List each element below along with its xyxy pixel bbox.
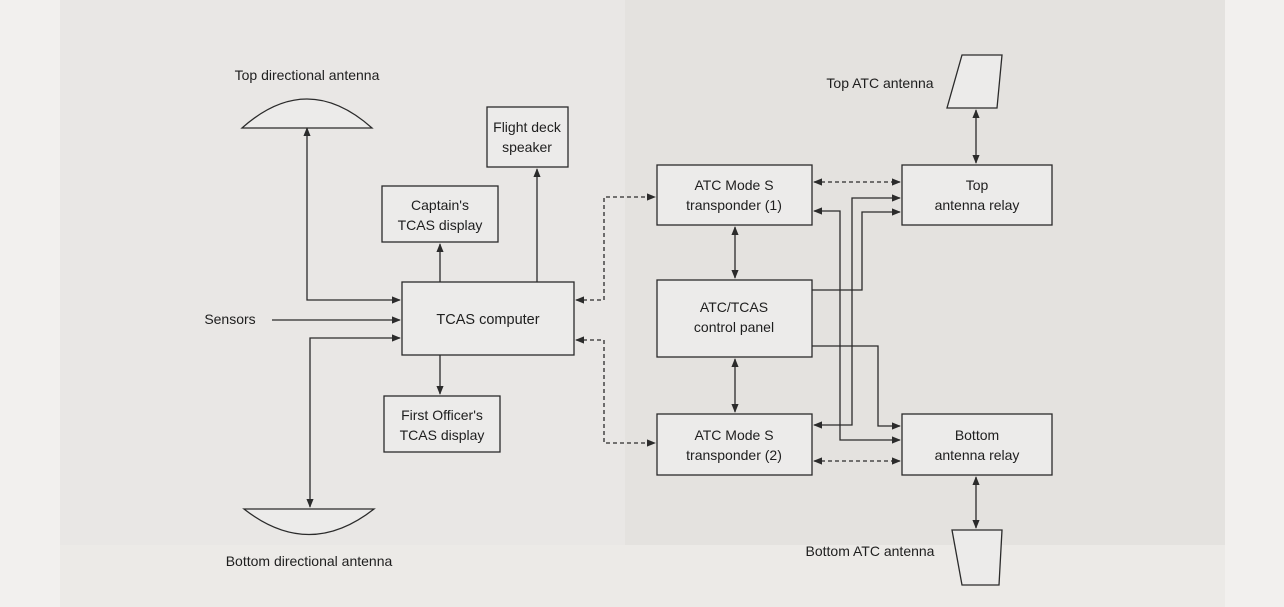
top-atc-antenna-label: Top ATC antenna [826,75,933,91]
captains-display-line2: TCAS display [398,217,483,233]
top-directional-antenna-link [303,127,401,304]
transponder-2-line2: transponder (2) [686,447,782,463]
transponder-2-line1: ATC Mode S [694,427,773,443]
bottom-relay-line2: antenna relay [935,447,1020,463]
bottom-directional-antenna-link [306,334,401,508]
atc-transponder-1-box [656,164,813,226]
top-atc-antenna-icon [946,54,1003,109]
tcas-computer-box [401,281,575,356]
top-relay-line2: antenna relay [935,197,1020,213]
bottom-directional-antenna-label: Bottom directional antenna [226,553,393,569]
transponder-1-line1: ATC Mode S [694,177,773,193]
flight-deck-speaker-box [486,106,569,168]
control-panel-line2: control panel [694,319,774,335]
bottom-atc-antenna-icon [951,529,1003,586]
first-officers-tcas-display-box [383,395,501,453]
tcas-computer-label: TCAS computer [436,312,539,328]
top-directional-antenna-icon [240,98,374,129]
transponder-1-line2: transponder (1) [686,197,782,213]
first-officers-display-line2: TCAS display [400,427,485,443]
flight-deck-speaker-line2: speaker [502,139,552,155]
top-relay-line1: Top [966,177,989,193]
atc-tcas-control-panel-box [656,279,813,358]
captains-display-line1: Captain's [411,197,469,213]
bottom-directional-antenna-icon [242,508,376,535]
transponder-2-top-relay-link [813,194,901,429]
captains-tcas-display-box [381,185,499,243]
top-antenna-relay-box [901,164,1053,226]
flight-deck-speaker-line1: Flight deck [493,119,562,135]
tcas-transponder-1-link [575,193,656,304]
bottom-relay-line1: Bottom [955,427,999,443]
top-directional-antenna-label: Top directional antenna [235,67,380,83]
tcas-transponder-2-link [575,336,656,447]
control-panel-line1: ATC/TCAS [700,299,768,315]
control-top-relay-link [812,208,901,291]
bottom-page-shade [60,545,1225,607]
bottom-atc-antenna-label: Bottom ATC antenna [806,543,935,559]
control-bottom-relay-link [812,345,901,430]
bottom-antenna-relay-box [901,413,1053,476]
first-officers-display-line1: First Officer's [401,407,483,423]
atc-transponder-2-box [656,413,813,476]
sensors-label: Sensors [204,311,255,327]
